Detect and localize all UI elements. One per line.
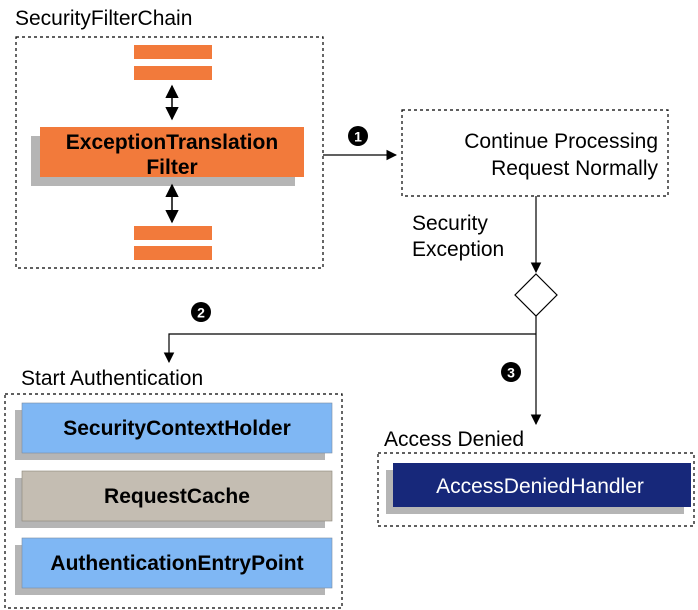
security-filter-chain-title: SecurityFilterChain [15, 7, 192, 30]
access-denied-handler-label: AccessDeniedHandler [436, 475, 644, 498]
security-context-holder-label: SecurityContextHolder [63, 417, 291, 440]
access-denied-title: Access Denied [384, 428, 524, 451]
filter-bar-lower-1 [134, 226, 212, 240]
step-3-label: 3 [507, 365, 515, 381]
start-authentication-title: Start Authentication [21, 367, 203, 390]
step-2-label: 2 [197, 305, 205, 321]
authentication-entry-point[interactable] [21, 537, 333, 589]
authentication-entry-point-label: AuthenticationEntryPoint [50, 552, 303, 575]
start-authentication-arrow [163, 333, 536, 364]
security-exception-line2: Exception [412, 238, 504, 261]
step-1-label: 1 [354, 129, 362, 145]
access-denied-container [377, 452, 695, 527]
step-3-badge [501, 362, 521, 382]
exception-translation-filter-line1: ExceptionTranslation [66, 131, 278, 154]
security-filter-chain-container [15, 36, 324, 269]
filter-bar-upper-2 [134, 66, 212, 80]
request-cache[interactable] [21, 470, 333, 522]
start-authentication-container [4, 393, 343, 609]
exception-translation-filter[interactable] [40, 127, 304, 177]
exception-translation-filter-line2: Filter [146, 156, 197, 179]
continue-processing-line2: Request Normally [491, 157, 658, 180]
decision-diamond [514, 273, 558, 317]
security-context-holder[interactable] [21, 402, 333, 454]
continue-processing-box [401, 109, 669, 197]
security-exception-line1: Security [412, 212, 488, 235]
request-cache-label: RequestCache [104, 485, 250, 508]
access-denied-handler[interactable] [393, 463, 691, 507]
filter-bar-upper-1 [134, 45, 212, 59]
step-1-badge [348, 126, 368, 146]
continue-processing-line1: Continue Processing [464, 130, 658, 153]
filter-bar-lower-2 [134, 246, 212, 260]
step-2-badge [191, 302, 211, 322]
